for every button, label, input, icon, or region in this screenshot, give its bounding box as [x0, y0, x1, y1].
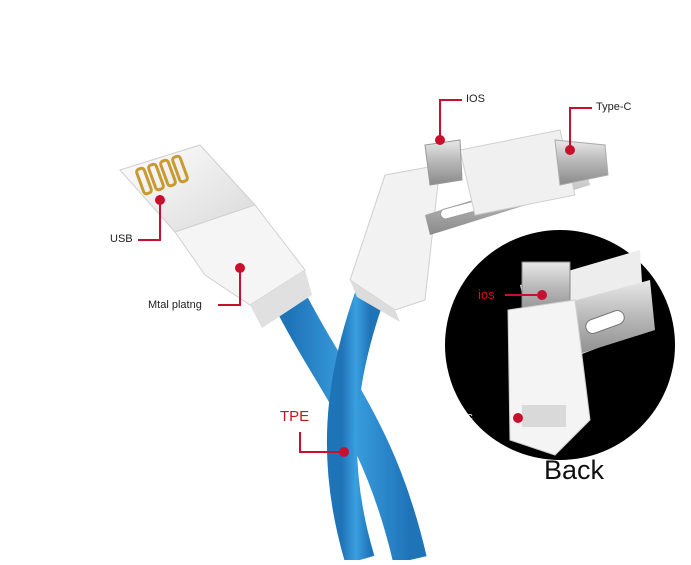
- label-magnetic: Magnetic: [428, 411, 473, 423]
- cable-strand-right: [326, 290, 385, 565]
- label-ios-top: IOS: [466, 93, 485, 105]
- callout-lines: [138, 99, 592, 453]
- label-type-c: Type-C: [596, 101, 632, 113]
- label-tpe: TPE: [280, 408, 310, 425]
- label-metal-plating: Mtal platng: [148, 299, 202, 311]
- label-back: Back: [544, 455, 605, 485]
- label-usb: USB: [110, 233, 133, 245]
- multi-connector: [349, 129, 609, 322]
- label-ios-inset: ios: [478, 287, 495, 302]
- back-view-inset: [445, 230, 675, 460]
- usb-gold-contacts: [135, 154, 189, 196]
- callout-dots: [155, 135, 575, 457]
- label-stone: stone: [428, 433, 455, 445]
- usb-connector: [119, 144, 312, 328]
